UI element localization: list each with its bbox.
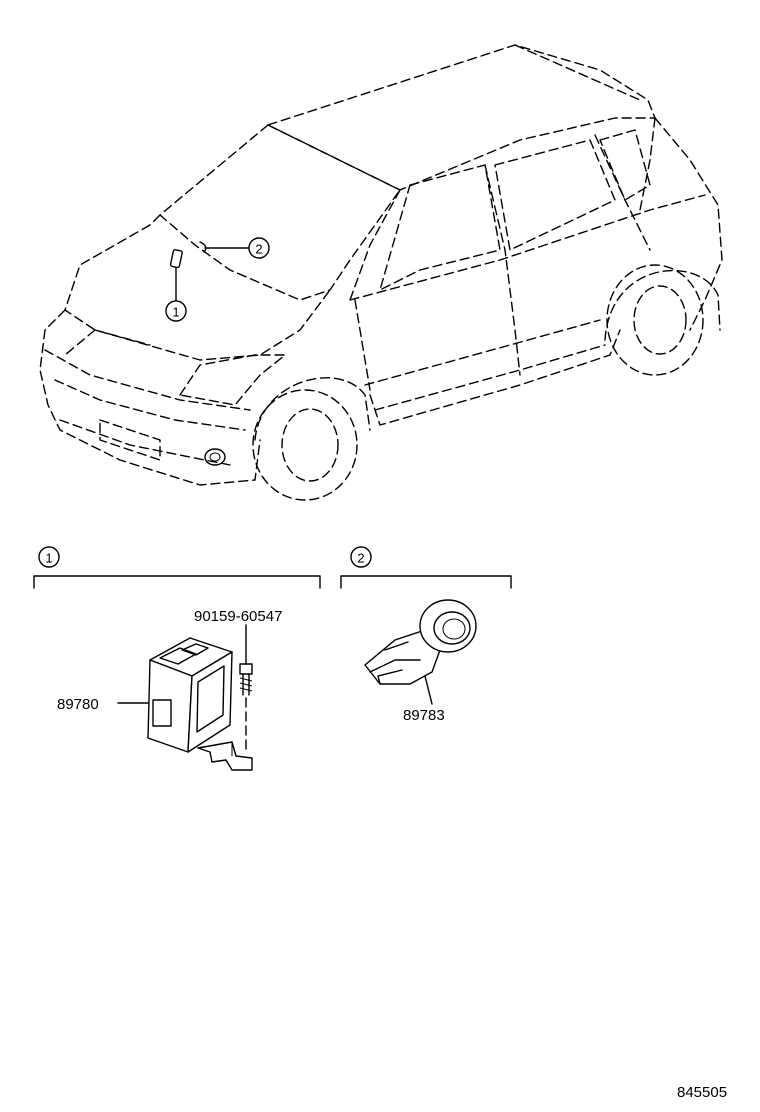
- leader-89783: [424, 675, 433, 705]
- part-number-90159-60547[interactable]: 90159-60547: [194, 608, 282, 625]
- callout-1[interactable]: 1: [165, 267, 187, 322]
- part-number-89780[interactable]: 89780: [57, 696, 99, 713]
- control-module-illustration: [147, 637, 253, 771]
- bolt-illustration: [239, 663, 253, 753]
- group-2-number: 2: [357, 551, 364, 566]
- vehicle-part-markers: [169, 241, 207, 269]
- group-1-number: 1: [45, 551, 52, 566]
- callout-2[interactable]: 2: [204, 237, 270, 259]
- vehicle-outline: [39, 44, 723, 501]
- callout-2-number: 2: [255, 242, 262, 257]
- part-number-89783[interactable]: 89783: [403, 707, 445, 724]
- sensor-illustration: [364, 599, 477, 685]
- callout-1-number: 1: [172, 305, 179, 320]
- group-1-header[interactable]: 1: [33, 546, 321, 589]
- group-2-header[interactable]: 2: [340, 546, 512, 589]
- illustration-id: 845505: [677, 1084, 727, 1101]
